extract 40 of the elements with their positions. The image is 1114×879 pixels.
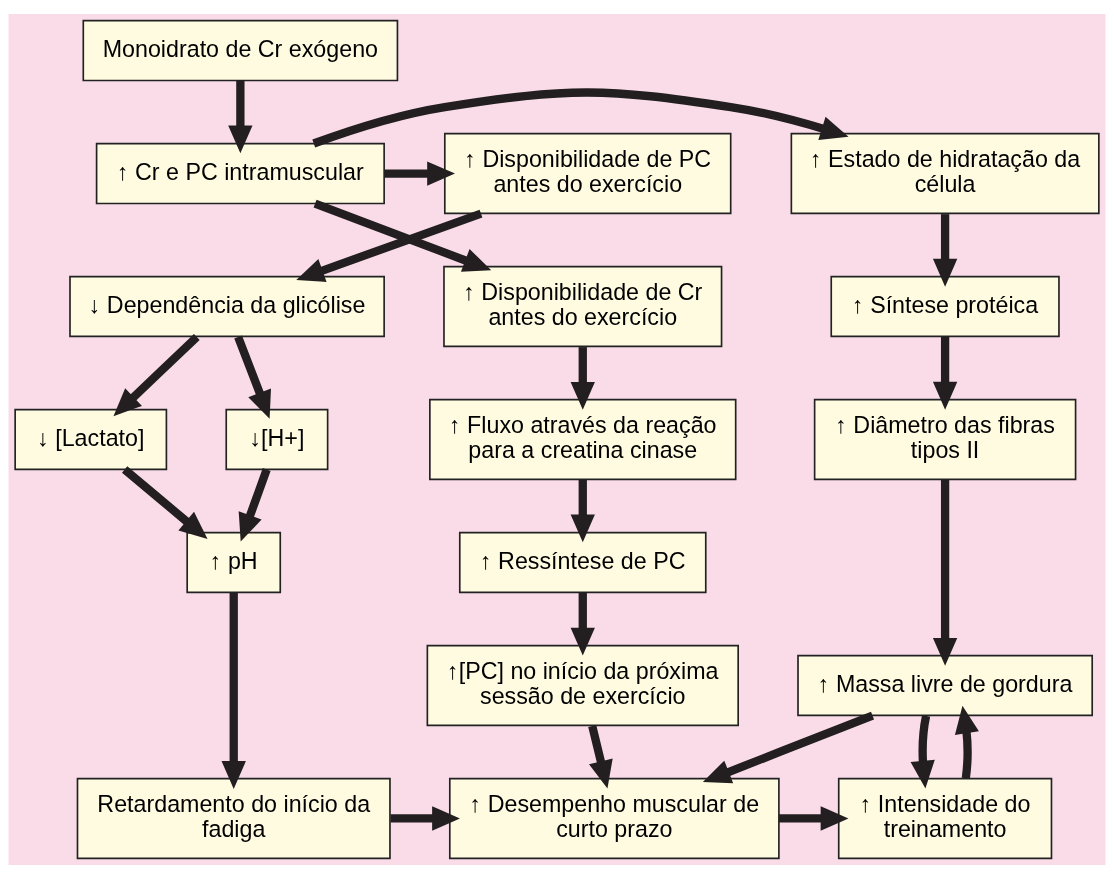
node-box: ↑ Disponibilidade de PC antes do exercício: [444, 132, 732, 215]
arrow: [570, 479, 595, 543]
node-box: Retardamento do início da fadiga: [76, 777, 391, 860]
arrow: [384, 161, 455, 186]
arrow: [954, 705, 979, 779]
arrow: [588, 725, 613, 789]
arrow: [702, 711, 875, 784]
arrow: [570, 592, 595, 656]
arrow: [779, 806, 849, 831]
arrow: [122, 466, 208, 539]
arrow: [228, 80, 253, 154]
node-box: ↑ Estado de hidratação da célula: [790, 132, 1100, 215]
arrow: [570, 347, 595, 410]
node-box: ↑ pH: [186, 531, 282, 594]
node-box: ↑ Intensidade do treinamento: [837, 777, 1053, 860]
arrow: [390, 806, 460, 831]
arrow: [296, 209, 483, 283]
node-box: ↑ Cr e PC intramuscular: [95, 142, 385, 205]
node-box: ↑ Fluxo através da reação para a creatina cinase: [429, 398, 737, 481]
node-box: ↑ Síntese protéica: [830, 275, 1060, 338]
arrow: [221, 592, 246, 789]
node-box: ↑ Ressíntese de PC: [458, 531, 707, 594]
node-box: ↑ Massa livre de gordura: [797, 654, 1094, 717]
node-box: ↑ Desempenho muscular de curto prazo: [448, 777, 780, 860]
node-box: Monoidrato de Cr exógeno: [82, 19, 399, 82]
arrow: [312, 88, 849, 148]
node-box: ↓ [Lactato]: [14, 408, 168, 471]
arrow: [234, 335, 271, 419]
arrow: [313, 199, 492, 272]
arrow: [238, 468, 271, 542]
node-box: ↑ Diâmetro das fibras tipos II: [813, 398, 1077, 481]
node-box: ↑ Disponibilidade de Cr antes do exercício: [443, 265, 723, 348]
arrow: [910, 715, 935, 789]
node-box: ↓ Dependência da glicólise: [69, 275, 385, 338]
arrow: [113, 333, 200, 417]
node-box: ↑[PC] no início da próxima sessão de exercício: [426, 644, 739, 727]
arrow: [932, 479, 958, 666]
arrow: [932, 336, 958, 410]
arrow: [932, 214, 958, 287]
node-box: ↓[H+]: [225, 408, 329, 471]
